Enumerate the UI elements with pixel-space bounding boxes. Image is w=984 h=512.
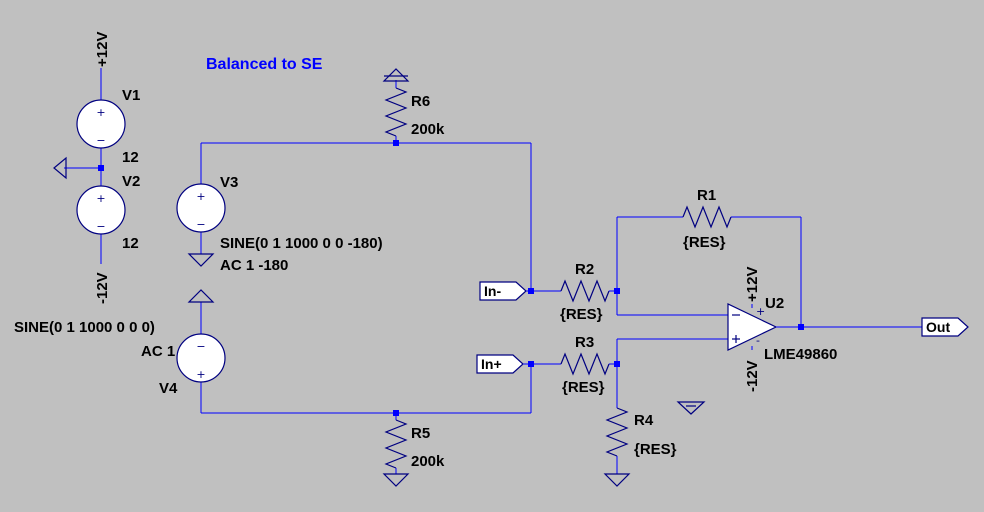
junction-dot — [798, 324, 804, 330]
ground-symbol-r5 — [382, 473, 410, 487]
wire-feedback-network[interactable] — [609, 216, 802, 474]
opamp-name: U2 — [765, 295, 784, 312]
junction-dot — [393, 140, 399, 146]
pos-supply-label-v1: +12V — [94, 32, 111, 67]
svg-text:In+: In+ — [481, 356, 502, 372]
resistor-r5[interactable] — [384, 419, 408, 469]
junction-dot — [393, 410, 399, 416]
voltage-source-v2[interactable]: + − — [76, 185, 126, 235]
neg-supply-label-v2: -12V — [94, 272, 111, 304]
v4-value: SINE(0 1 1000 0 0 0) — [14, 319, 155, 336]
voltage-source-v4[interactable]: − + — [176, 333, 226, 383]
r6-name: R6 — [411, 93, 430, 110]
svg-text:+: + — [96, 106, 105, 119]
port-in-minus[interactable]: In- — [479, 281, 527, 301]
r3-value: {RES} — [562, 379, 605, 396]
port-out[interactable]: Out — [921, 317, 969, 337]
port-in-plus[interactable]: In+ — [476, 354, 524, 374]
r2-name: R2 — [575, 261, 594, 278]
svg-text:Out: Out — [926, 319, 950, 335]
resistor-r4[interactable] — [605, 407, 629, 457]
junction-dot — [528, 361, 534, 367]
junction-dot — [614, 361, 620, 367]
wire-supply[interactable] — [64, 68, 102, 264]
r4-name: R4 — [634, 412, 654, 429]
ground-symbol-v4 — [187, 289, 215, 303]
r6-value: 200k — [411, 121, 445, 138]
r5-value: 200k — [411, 453, 445, 470]
svg-text:+: + — [196, 190, 205, 203]
svg-text:+: + — [196, 368, 205, 381]
v3-ac: AC 1 -180 — [220, 257, 288, 274]
v1-value: 12 — [122, 149, 139, 166]
svg-text:−: − — [96, 220, 105, 233]
v4-ac: AC 1 — [141, 343, 175, 360]
ground-symbol — [676, 401, 706, 415]
opamp-supply-plus-sign: + — [756, 305, 765, 318]
opamp-pos-supply: +12V — [744, 267, 761, 302]
wire-lower-branch[interactable] — [200, 302, 532, 474]
svg-text:−: − — [196, 218, 205, 231]
svg-text:In-: In- — [484, 283, 501, 299]
resistor-r6[interactable] — [384, 87, 408, 137]
opamp-neg-supply: -12V — [744, 360, 761, 392]
v2-name: V2 — [122, 173, 140, 190]
resistor-r2[interactable] — [560, 279, 610, 303]
r1-value: {RES} — [683, 234, 726, 251]
voltage-source-v1[interactable]: + − — [76, 99, 126, 149]
schematic-title: Balanced to SE — [206, 56, 323, 73]
r5-name: R5 — [411, 425, 430, 442]
junction-dot — [528, 288, 534, 294]
r1-name: R1 — [697, 187, 716, 204]
v3-value: SINE(0 1 1000 0 0 -180) — [220, 235, 383, 252]
v2-value: 12 — [122, 235, 139, 252]
r2-value: {RES} — [560, 306, 603, 323]
v4-name: V4 — [159, 380, 178, 397]
svg-text:−: − — [96, 134, 105, 147]
resistor-r1[interactable] — [682, 205, 732, 229]
v3-name: V3 — [220, 174, 238, 191]
junction-dot — [98, 165, 104, 171]
ground-symbol-v3 — [187, 253, 215, 267]
ground-symbol-r6 — [382, 68, 410, 82]
v1-name: V1 — [122, 87, 140, 104]
opamp-u2[interactable] — [727, 303, 778, 351]
r3-name: R3 — [575, 334, 594, 351]
junction-dot — [614, 288, 620, 294]
opamp-supply-minus-sign: - — [756, 334, 760, 347]
opamp-model: LME49860 — [764, 346, 837, 363]
svg-text:−: − — [196, 340, 205, 353]
svg-text:+: + — [96, 192, 105, 205]
resistor-r3[interactable] — [560, 352, 610, 376]
r4-value: {RES} — [634, 441, 677, 458]
voltage-source-v3[interactable]: + − — [176, 183, 226, 233]
ground-symbol-r4 — [603, 473, 631, 487]
ground-symbol-supply — [53, 156, 67, 180]
